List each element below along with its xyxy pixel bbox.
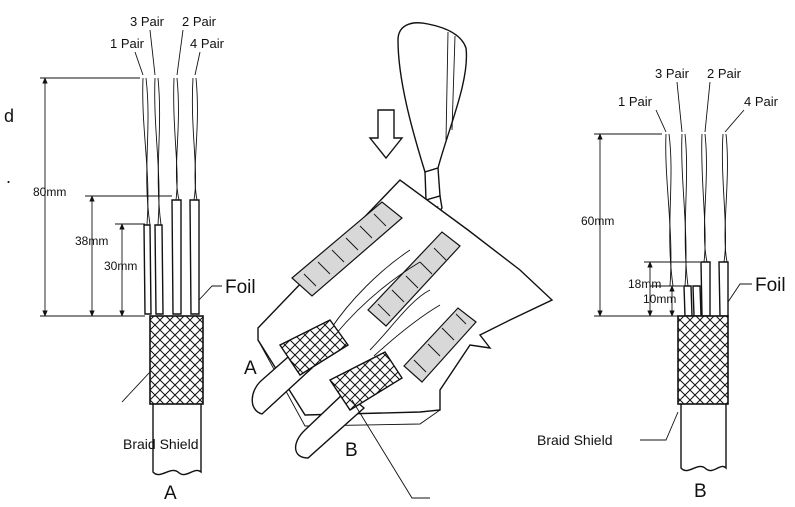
left-pair-label-4: 4 Pair [190, 36, 225, 51]
right-dim-60: 60mm [581, 214, 614, 228]
right-dim-10: 10mm [643, 292, 676, 306]
punch-down-tool [397, 22, 468, 215]
left-dim-38: 38mm [75, 234, 108, 248]
right-pair-jackets [683, 261, 729, 317]
right-braid-shield [677, 315, 729, 405]
center-cable-letter-b: B [345, 440, 358, 461]
left-pair-label-3: 3 Pair [130, 14, 165, 29]
connector-blocks [291, 201, 477, 383]
left-dim-80: 80mm [33, 185, 66, 199]
right-dimensions: 60mm 18mm 10mm [581, 133, 700, 317]
left-foil-label: Foil [225, 277, 256, 298]
left-pair-label-2: 2 Pair [182, 14, 217, 29]
center-assembly: A B [244, 22, 554, 499]
center-cable-letter-a: A [244, 358, 257, 379]
right-dim-18: 18mm [628, 277, 661, 291]
center-cable-a: A [244, 319, 350, 415]
right-twisted-pairs [665, 133, 728, 287]
edge-fragment-dot: . [6, 167, 11, 187]
right-pair-label-1: 1 Pair [618, 94, 653, 109]
left-twisted-pairs [142, 77, 198, 226]
right-pair-label-4: 4 Pair [744, 94, 779, 109]
left-braid-label: Braid Shield [123, 436, 199, 452]
right-pair-label-3: 3 Pair [655, 66, 690, 81]
right-cable: 1 Pair 3 Pair 2 Pair 4 Pair 60mm [537, 66, 786, 502]
left-cable: 1 Pair 3 Pair 2 Pair 4 Pair [33, 14, 256, 504]
push-arrow-icon [368, 109, 404, 160]
left-pair-label-1: 1 Pair [110, 36, 145, 51]
left-braid-shield [149, 315, 204, 405]
left-pair-jackets [143, 199, 200, 315]
left-dimensions: 80mm 38mm 30mm [33, 77, 172, 317]
center-cable-b: B [294, 351, 403, 461]
right-pair-label-2: 2 Pair [707, 66, 742, 81]
edge-fragment-d: d [4, 106, 14, 126]
right-foil-label: Foil [755, 275, 786, 296]
right-braid-label: Braid Shield [537, 432, 613, 448]
left-cable-letter: A [164, 483, 177, 504]
right-cable-letter: B [694, 481, 707, 502]
left-dim-30: 30mm [104, 259, 137, 273]
